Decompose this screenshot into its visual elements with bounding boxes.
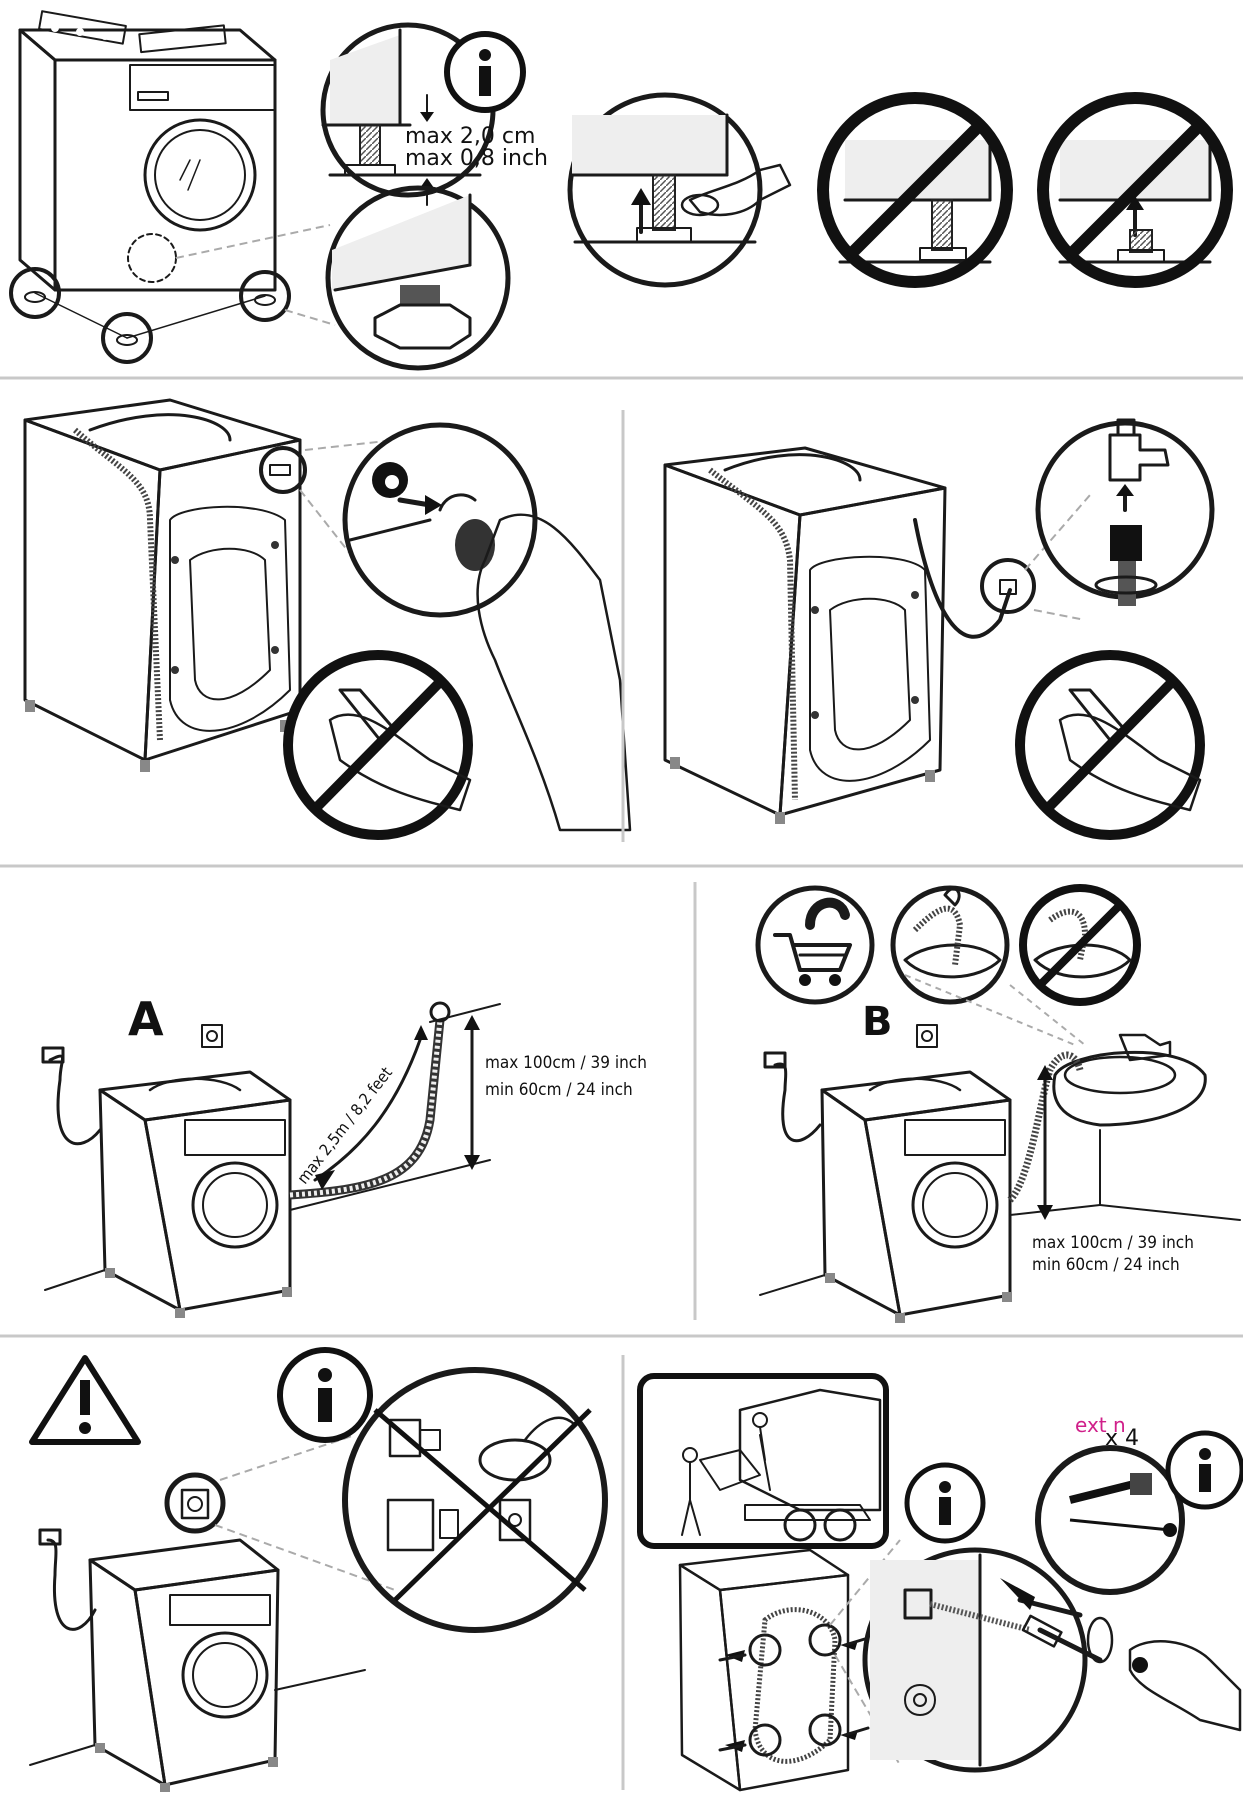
machine-rear-left xyxy=(23,398,307,772)
machine-rear-right xyxy=(663,446,1036,824)
height-limit-inch: max 0,8 inch xyxy=(405,146,548,171)
b-min-height: min 60cm / 24 inch xyxy=(1032,1255,1180,1275)
washing-machine-top-view xyxy=(9,10,291,364)
info-icon xyxy=(444,31,526,113)
transit-bolts-closeup xyxy=(1035,1445,1185,1595)
machine-b xyxy=(759,1051,1012,1323)
warning-icon xyxy=(29,1355,141,1445)
tap-connect-closeup xyxy=(1035,418,1215,606)
screwdriver xyxy=(1021,1614,1242,1732)
prohibited-hose-in-sink-icon xyxy=(1019,884,1141,1006)
prohibited-foot-loose xyxy=(1037,92,1233,288)
machine-rear-transit-bolts xyxy=(678,1548,870,1792)
option-a-label: A xyxy=(128,992,164,1046)
foot-height-detail xyxy=(320,22,496,206)
a-min-height: min 60cm / 24 inch xyxy=(485,1080,633,1100)
b-max-height: max 100cm / 39 inch xyxy=(1032,1233,1194,1253)
no-adapters-closeup xyxy=(342,1367,608,1633)
prohibited-pliers-left xyxy=(283,650,473,840)
socket-icon xyxy=(916,1024,938,1048)
height-limit-cm: max 2,0 cm xyxy=(405,124,535,149)
machine-with-socket xyxy=(29,1472,366,1792)
inlet-hose-connect-closeup xyxy=(342,422,632,832)
prohibited-foot-too-high xyxy=(817,92,1013,288)
row-leveling-feet: max 2,0 cm max 0,8 inch xyxy=(9,10,1233,371)
row-drain-hose: A max 2,5m / 8,2 feet max 100cm / 39 i xyxy=(41,882,1241,1323)
socket-icon xyxy=(201,1024,223,1048)
info-icon xyxy=(1165,1430,1243,1510)
info-icon xyxy=(904,1462,986,1544)
machine-a xyxy=(41,1046,491,1318)
transport-truck-panel xyxy=(637,1373,889,1549)
prohibited-pliers-right xyxy=(1015,650,1205,840)
row-electrical-and-transport: ext n x 4 xyxy=(29,1347,1243,1792)
hose-tied-to-sink-icon xyxy=(890,885,1010,1005)
foot-adjust-wrench xyxy=(567,92,792,288)
hose-length-label: max 2,5m / 8,2 feet xyxy=(293,1063,396,1187)
foot-closeup xyxy=(325,185,511,371)
ext-label: ext n xyxy=(1075,1413,1126,1437)
option-b-label: B xyxy=(862,999,893,1045)
row-water-inlet xyxy=(23,398,1215,842)
hose-hook-cart-icon xyxy=(755,885,875,1005)
a-max-height: max 100cm / 39 inch xyxy=(485,1053,647,1073)
bolt-removal-closeup xyxy=(862,1547,1088,1773)
bolt-count: x 4 xyxy=(1105,1426,1139,1451)
info-icon xyxy=(277,1347,373,1443)
